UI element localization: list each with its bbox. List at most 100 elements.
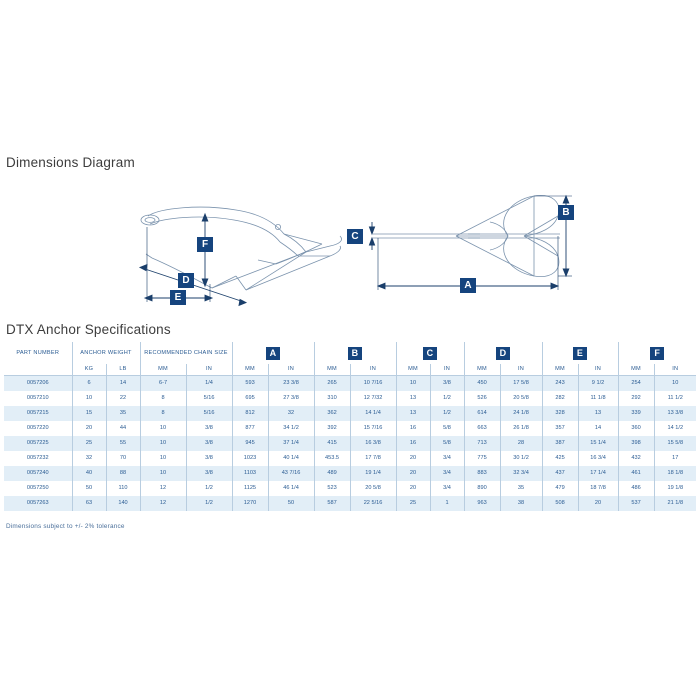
unit-c-in: IN — [429, 364, 465, 376]
unit-d-mm: MM — [463, 364, 501, 376]
unit-c-mm: MM — [395, 364, 431, 376]
table-cell: 20 — [577, 495, 619, 511]
table-cell: 40 1/4 — [267, 450, 315, 466]
table-cell: 17 1/4 — [577, 465, 619, 481]
table-cell: 3/8 — [185, 450, 233, 466]
table-cell: 3/8 — [185, 420, 233, 436]
table-header-units: KG LB MM IN MM IN MM IN MM IN MM IN MM I… — [4, 364, 697, 376]
table-cell: 357 — [541, 420, 579, 436]
unit-f-mm: MM — [617, 364, 655, 376]
table-cell: 32 — [267, 405, 315, 421]
table-cell: 243 — [541, 375, 579, 391]
table-cell: 437 — [541, 465, 579, 481]
table-cell: 963 — [463, 495, 501, 511]
table-cell: 37 1/4 — [267, 435, 315, 451]
table-cell: 55 — [105, 435, 141, 451]
unit-b-in: IN — [349, 364, 397, 376]
table-cell: 461 — [617, 465, 655, 481]
table-cell: 6 — [71, 375, 106, 391]
table-cell: 10 7/16 — [349, 375, 397, 391]
table-cell: 15 5/8 — [653, 435, 697, 451]
table-cell: 12 7/32 — [349, 390, 397, 406]
table-cell: 38 — [499, 495, 543, 511]
table-cell: 88 — [105, 465, 141, 481]
table-cell: 20 — [395, 480, 431, 496]
specifications-table-container: PART NUMBER ANCHOR WEIGHT RECOMMENDED CH… — [4, 342, 697, 511]
table-cell: 489 — [313, 465, 351, 481]
table-cell: 10 — [139, 420, 187, 436]
unit-a-in: IN — [267, 364, 315, 376]
table-cell: 11 1/8 — [577, 390, 619, 406]
table-cell: 11 1/2 — [653, 390, 697, 406]
table-cell: 16 3/4 — [577, 450, 619, 466]
anchor-drawings — [138, 194, 572, 307]
header-dimension-f: F — [617, 342, 697, 364]
table-cell: 25 — [395, 495, 431, 511]
table-cell: 14 — [105, 375, 141, 391]
table-header-groups: PART NUMBER ANCHOR WEIGHT RECOMMENDED CH… — [4, 342, 697, 364]
badge-a: A — [266, 346, 281, 360]
table-cell: 883 — [463, 465, 501, 481]
table-cell: 13 — [577, 405, 619, 421]
table-cell: 19 1/4 — [349, 465, 397, 481]
table-cell: 5/8 — [429, 435, 465, 451]
table-cell: 877 — [231, 420, 269, 436]
table-cell: 10 — [395, 375, 431, 391]
table-cell: 16 — [395, 435, 431, 451]
header-dimension-b: B — [313, 342, 397, 364]
table-cell: 593 — [231, 375, 269, 391]
table-cell: 1/2 — [185, 495, 233, 511]
cell-part-number: 0057232 — [26, 454, 49, 461]
table-cell: 1/2 — [429, 405, 465, 421]
unit-weight-lb: LB — [105, 364, 141, 376]
table-cell: 18 1/8 — [653, 465, 697, 481]
table-cell: 3/4 — [429, 450, 465, 466]
table-cell: 17 7/8 — [349, 450, 397, 466]
table-cell: 1/2 — [429, 390, 465, 406]
badge-f: F — [650, 346, 665, 360]
table-cell: 1/2 — [185, 480, 233, 496]
dimension-badge-c: C — [347, 229, 363, 244]
cell-part-number: 0057206 — [26, 380, 49, 387]
table-cell: 13 3/8 — [653, 405, 697, 421]
header-dimension-a: A — [231, 342, 315, 364]
table-cell: 50 — [267, 495, 315, 511]
table-cell: 40 — [71, 465, 106, 481]
table-cell: 526 — [463, 390, 501, 406]
table-cell: 20 — [395, 450, 431, 466]
unit-weight-kg: KG — [71, 364, 106, 376]
table-cell: 890 — [463, 480, 501, 496]
table-cell: 508 — [541, 495, 579, 511]
dimension-badge-b: B — [558, 205, 574, 220]
header-part-number: PART NUMBER — [16, 349, 60, 356]
table-cell: 19 1/8 — [653, 480, 697, 496]
table-cell: 415 — [313, 435, 351, 451]
table-cell: 140 — [105, 495, 141, 511]
table-cell: 1023 — [231, 450, 269, 466]
table-cell: 360 — [617, 420, 655, 436]
table-cell: 3/8 — [185, 465, 233, 481]
table-cell: 20 5/8 — [499, 390, 543, 406]
table-cell: 3/8 — [185, 435, 233, 451]
table-cell: 1125 — [231, 480, 269, 496]
table-cell: 46 1/4 — [267, 480, 315, 496]
unit-blank — [4, 364, 72, 376]
table-cell: 486 — [617, 480, 655, 496]
table-cell: 43 7/16 — [267, 465, 315, 481]
header-dimension-e: E — [541, 342, 619, 364]
table-cell: 587 — [313, 495, 351, 511]
table-cell: 63 — [71, 495, 106, 511]
table-cell: 50 — [71, 480, 106, 496]
cell-part-number: 0057215 — [26, 409, 49, 416]
table-cell: 3/4 — [429, 480, 465, 496]
unit-chain-mm: MM — [139, 364, 187, 376]
table-cell: 450 — [463, 375, 501, 391]
diagram-section-title: Dimensions Diagram — [6, 155, 135, 170]
table-cell: 945 — [231, 435, 269, 451]
table-cell: 3/8 — [429, 375, 465, 391]
unit-f-in: IN — [653, 364, 697, 376]
